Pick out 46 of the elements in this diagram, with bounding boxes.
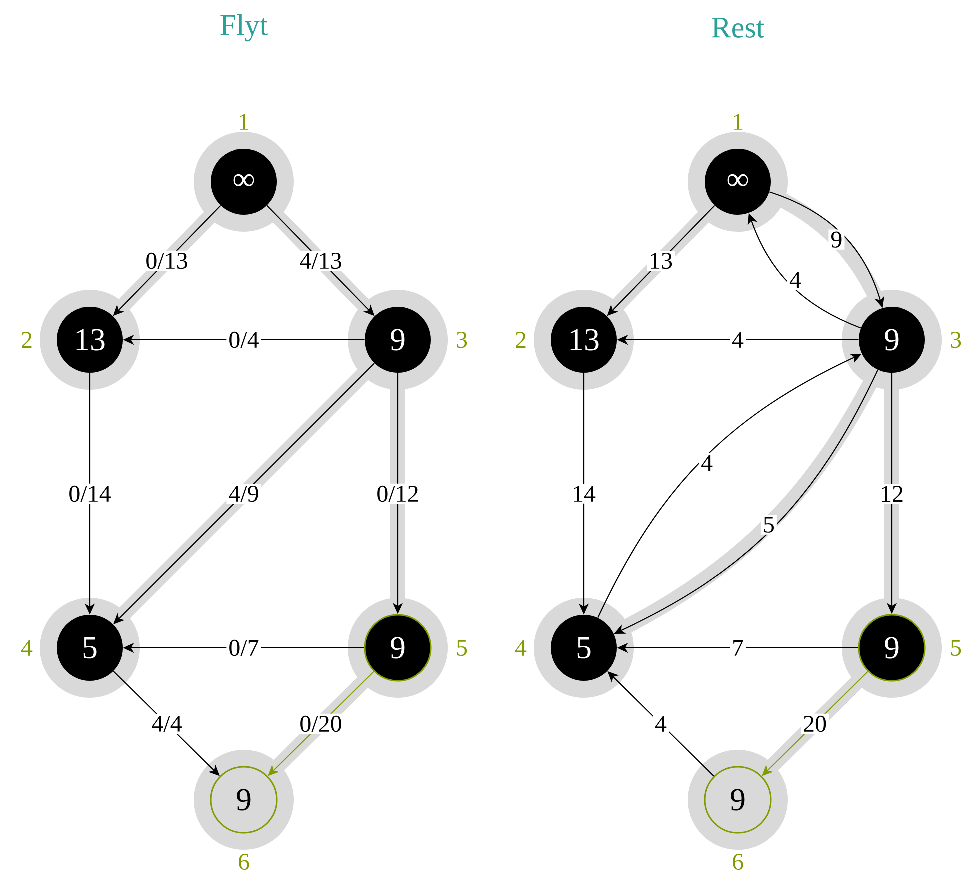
edge-label: 5	[760, 514, 777, 535]
node-number: 5	[457, 640, 468, 656]
node-number: 3	[457, 332, 468, 348]
node-number: 6	[733, 854, 744, 870]
edge-label: 4	[787, 270, 804, 290]
node-number: 5	[951, 640, 962, 656]
edge-label: 4	[653, 714, 669, 734]
panel-title: Rest	[712, 18, 764, 38]
edge-label: 20	[801, 714, 829, 734]
node-number: 4	[21, 640, 33, 656]
node-number: 2	[516, 332, 526, 348]
graph-node: 9	[859, 307, 925, 373]
graph-node: 5	[57, 615, 123, 681]
edge-label: 0/4	[226, 330, 262, 350]
graph-node: 13	[57, 307, 123, 373]
node-number: 3	[951, 332, 962, 348]
graph-node: 9	[210, 766, 278, 834]
node-number: 2	[22, 332, 32, 348]
edge-label: 0/7	[226, 638, 262, 658]
graph-node: 5	[551, 615, 617, 681]
edge-label: 4/9	[226, 484, 262, 504]
edge-label: 0/12	[374, 484, 422, 504]
node-number: 6	[239, 854, 250, 870]
edge-label: 14	[570, 484, 598, 504]
edge-label: 12	[878, 484, 906, 504]
graph-node: 9	[858, 614, 926, 682]
graph-node: ∞	[211, 149, 277, 215]
edge-label: 13	[647, 250, 675, 272]
node-number: 1	[240, 114, 249, 130]
edge-label: 4	[699, 453, 716, 473]
edge-label: 9	[828, 230, 845, 250]
edge-label: 4	[730, 330, 746, 350]
graph-node: 9	[364, 614, 432, 682]
edge-label: 0/20	[298, 714, 344, 734]
graph-node: 13	[551, 307, 617, 373]
node-number: 4	[515, 640, 527, 656]
edge-label: 4/13	[298, 250, 344, 272]
edge-label: 4/4	[150, 714, 184, 734]
node-number: 1	[734, 114, 743, 130]
panel-title: Flyt	[220, 14, 268, 42]
edge-label: 7	[730, 638, 746, 658]
edge-label: 0/13	[144, 250, 190, 272]
graph-node: 9	[704, 766, 772, 834]
edge-label: 0/14	[66, 484, 114, 504]
graph-node: ∞	[705, 149, 771, 215]
graph-node: 9	[365, 307, 431, 373]
